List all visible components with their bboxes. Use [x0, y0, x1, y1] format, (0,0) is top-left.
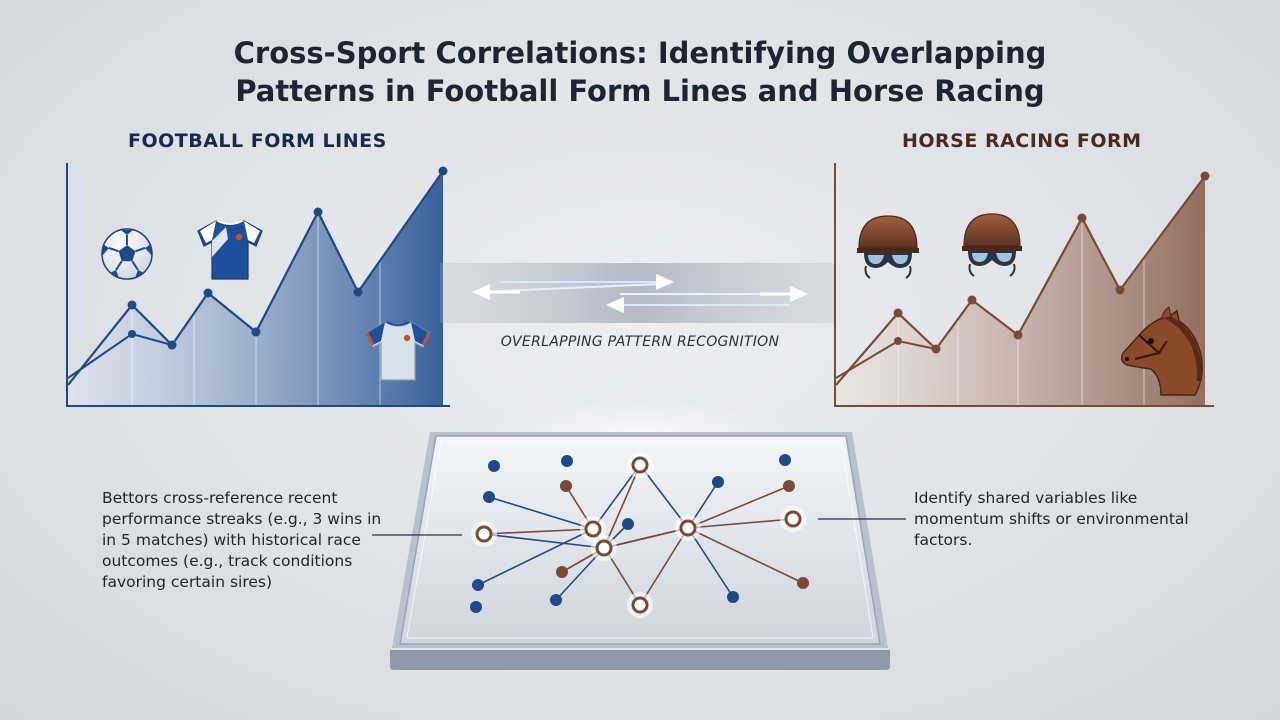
board-base	[390, 650, 890, 670]
title-line-1: Cross-Sport Correlations: Identifying Ov…	[233, 36, 1047, 70]
jersey-icon	[197, 220, 263, 280]
horse-form-chart	[834, 163, 1214, 407]
football-gridlines	[131, 212, 381, 405]
football-form-chart	[66, 163, 450, 407]
horse-section-label: HORSE RACING FORM	[902, 130, 1142, 152]
network-nodes-brown	[556, 480, 809, 589]
page-title: Cross-Sport Correlations: Identifying Ov…	[0, 34, 1280, 110]
soccer-ball-icon	[101, 228, 153, 280]
jersey-icon	[365, 321, 431, 381]
jockey-helmet-icon	[857, 215, 919, 279]
jockey-helmet-icon	[962, 213, 1022, 277]
overlap-band-label: OVERLAPPING PATTERN RECOGNITION	[500, 334, 780, 350]
horse-area-fill	[836, 176, 1205, 405]
network-hub-nodes	[471, 452, 806, 618]
arrow-right-icon	[620, 286, 808, 302]
horse-data-points	[893, 171, 1210, 354]
network-links-brown	[483, 464, 804, 606]
football-area-fill	[68, 171, 443, 405]
pattern-network-board	[390, 400, 890, 670]
arrow-left-icon	[472, 283, 661, 300]
horse-head-icon	[1120, 306, 1203, 396]
horse-form-line	[835, 175, 1206, 386]
right-caption: Identify shared variables like momentum …	[914, 489, 1189, 549]
left-caption: Bettors cross-reference recent performan…	[102, 489, 382, 591]
arrow-left-icon	[606, 297, 790, 313]
football-section-label: FOOTBALL FORM LINES	[128, 130, 387, 152]
football-data-points	[127, 166, 448, 350]
arrow-right-icon	[500, 274, 674, 290]
title-line-2: Patterns in Football Form Lines and Hors…	[235, 74, 1045, 108]
football-form-line	[67, 170, 444, 386]
network-nodes-blue	[470, 454, 791, 613]
overlap-band	[440, 263, 834, 323]
